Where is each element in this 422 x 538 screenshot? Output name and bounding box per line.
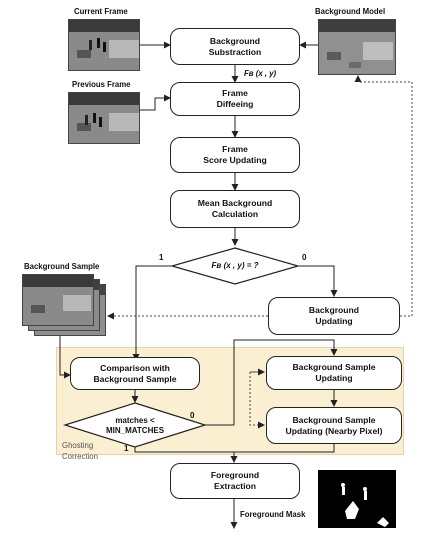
frame-differencing-box: Frame Diffeeing bbox=[170, 82, 300, 116]
previous-frame-label: Previous Frame bbox=[72, 80, 131, 89]
current-frame-image bbox=[68, 19, 140, 71]
background-sample-image-1 bbox=[22, 274, 94, 326]
sample-updating-nearby-box: Background Sample Updating (Nearby Pixel… bbox=[266, 407, 402, 444]
score-updating-box: Frame Score Updating bbox=[170, 137, 300, 173]
previous-frame-image bbox=[68, 92, 140, 144]
background-sample-label: Background Sample bbox=[24, 262, 100, 271]
decision-diamond-fb bbox=[169, 247, 301, 285]
arrow-dotted-nearby bbox=[249, 371, 265, 429]
background-sample-stack bbox=[22, 274, 108, 338]
matches-decision-text: matches < MIN_MATCHES bbox=[105, 416, 165, 435]
arrow-updating-to-model bbox=[354, 75, 413, 317]
arrow-decision-one bbox=[132, 265, 172, 361]
background-updating-box: Background Updating bbox=[268, 297, 400, 335]
mean-background-box: Mean Background Calculation bbox=[170, 190, 300, 228]
arrow-previous-to-differencing bbox=[140, 94, 171, 111]
arrow-decision-zero bbox=[298, 265, 338, 297]
branch-zero-label: 0 bbox=[302, 253, 307, 262]
branch-one-label: 1 bbox=[159, 253, 164, 262]
arrow-nearby-join bbox=[234, 444, 335, 453]
matches-one-label: 1 bbox=[124, 444, 129, 453]
arrow-sample-to-comparison bbox=[59, 336, 71, 379]
background-model-image bbox=[318, 19, 396, 75]
sample-updating-box: Background Sample Updating bbox=[266, 356, 402, 390]
decision-diamond-matches bbox=[62, 402, 208, 448]
background-model-label: Background Model bbox=[315, 7, 386, 16]
foreground-mask-label: Foreground Mask bbox=[240, 510, 306, 519]
matches-zero-label: 0 bbox=[190, 411, 195, 420]
arrow-matches-one bbox=[134, 447, 238, 463]
fb-decision-text: Fʙ (x , y) = ? bbox=[211, 261, 259, 270]
arrow-matches-zero bbox=[205, 339, 338, 426]
ghosting-correction-label: Ghosting Correction bbox=[62, 441, 98, 462]
foreground-mask-image bbox=[318, 470, 396, 528]
background-subtraction-box: Background Substraction bbox=[170, 28, 300, 65]
fb-output-label: Fʙ (x , y) bbox=[244, 69, 277, 78]
foreground-extraction-box: Foreground Extraction bbox=[170, 463, 300, 499]
comparison-box: Comparison with Background Sample bbox=[70, 357, 200, 390]
current-frame-label: Current Frame bbox=[74, 7, 128, 16]
